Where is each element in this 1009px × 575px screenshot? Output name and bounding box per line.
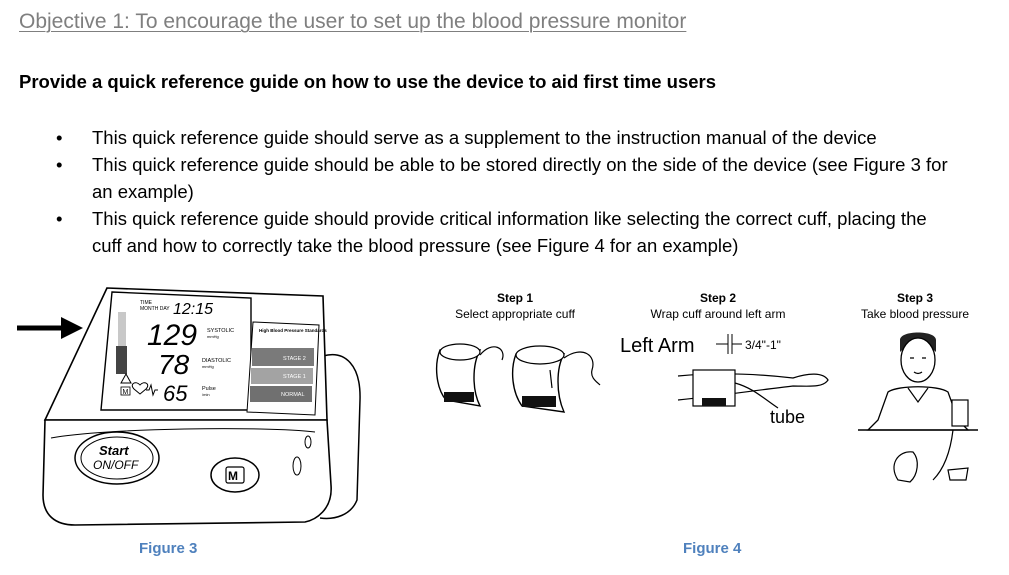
list-item: • This quick reference guide should provi… (56, 205, 956, 259)
step-2: Step 2 Wrap cuff around left arm (628, 290, 808, 322)
reference-card: High Blood Pressure Standards STAGE 2 ST… (246, 321, 327, 416)
memory-icon-label: M (123, 389, 129, 396)
heart-icon (131, 382, 149, 395)
bullet-marker: • (56, 127, 63, 148)
memory-icon (120, 386, 131, 396)
bullet-marker: • (56, 208, 63, 229)
step-title: Step 2 (699, 291, 736, 305)
step-3: Step 3 Take blood pressure (845, 290, 985, 322)
systolic-unit: mmHg (207, 334, 219, 339)
pulse-wave-icon (146, 383, 158, 397)
step-title: Step 1 (496, 291, 533, 305)
diastolic-readout: 78 (158, 349, 190, 380)
arm-wrap-illustration: Left Arm 3/4"-1" tube (620, 334, 829, 427)
measurement-indicator (716, 334, 742, 354)
time-readout: 12:15 (173, 301, 213, 318)
memory-button[interactable]: M (210, 457, 260, 493)
person-measuring-illustration (858, 332, 978, 483)
large-cuff-icon (511, 345, 601, 413)
systolic-readout: 129 (147, 319, 197, 352)
diastolic-unit: mmHg (202, 364, 214, 369)
pulse-unit: /min (202, 392, 210, 397)
card-title: High Blood Pressure Standards (259, 328, 327, 333)
pulse-readout: 65 (163, 381, 188, 406)
card-row-stage1: STAGE 1 (283, 374, 306, 380)
warning-icon (120, 372, 132, 384)
small-cuff-icon (435, 343, 504, 407)
bullet-marker: • (56, 154, 63, 175)
left-arm-label: Left Arm (620, 335, 694, 357)
list-item: • This quick reference guide should serve… (56, 124, 956, 151)
diastolic-label: DIASTOLIC (202, 358, 231, 364)
figure-4-caption: Figure 4 (683, 540, 742, 557)
card-row-stage2: STAGE 2 (283, 356, 306, 362)
list-item: • This quick reference guide should be ab… (56, 151, 956, 205)
bullet-text: This quick reference guide should provid… (92, 208, 927, 256)
figure-3-caption: Figure 3 (139, 540, 198, 557)
measure-label: 3/4"-1" (745, 338, 781, 352)
bullet-text: This quick reference guide should be abl… (92, 154, 948, 202)
step-1: Step 1 Select appropriate cuff (430, 290, 600, 322)
systolic-label: SYSTOLIC (207, 328, 234, 334)
blood-pressure-monitor-illustration: TIME MONTH DAY 12:15 129 SYSTOLIC mmHg 7… (17, 287, 361, 526)
memory-button-label: M (228, 469, 238, 483)
step-text: Select appropriate cuff (455, 307, 575, 321)
card-row-normal: NORMAL (281, 392, 305, 398)
step-text: Take blood pressure (860, 307, 970, 321)
arrow-icon (17, 317, 83, 339)
time-label: TIME (140, 300, 153, 306)
start-button-label: Start (99, 443, 129, 458)
step-title: Step 3 (896, 291, 933, 305)
step-text: Wrap cuff around left arm (650, 307, 786, 321)
pulse-label: Pulse (202, 386, 216, 392)
requirements-list: • This quick reference guide should serve… (56, 124, 956, 259)
objective-heading: Objective 1: To encourage the user to se… (19, 10, 687, 33)
start-button-sublabel: ON/OFF (93, 458, 139, 472)
cuffs-illustration (435, 343, 601, 413)
start-button[interactable]: Start ON/OFF (74, 431, 160, 485)
bullet-text: This quick reference guide should serve … (92, 127, 877, 148)
tube-label: tube (770, 407, 805, 427)
section-subheading: Provide a quick reference guide on how t… (19, 71, 717, 92)
month-day-label: MONTH DAY (140, 306, 170, 312)
